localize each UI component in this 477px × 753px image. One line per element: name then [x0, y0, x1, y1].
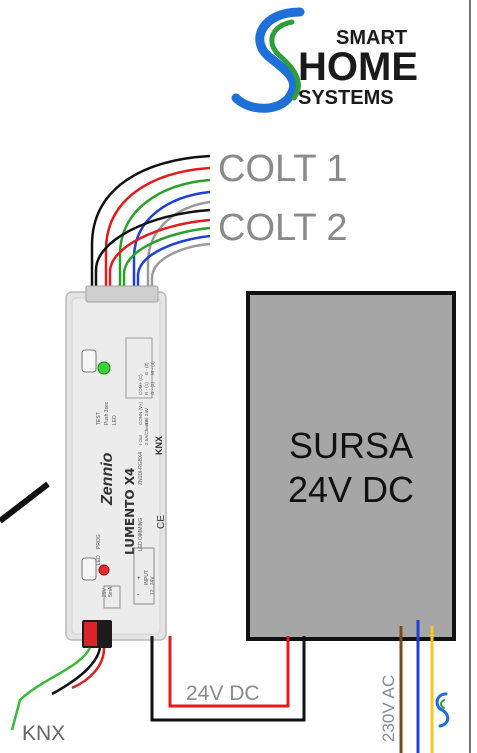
dc-power-wires	[150, 636, 306, 722]
input-minus-sign: -	[137, 592, 139, 598]
decorative-slash	[0, 481, 50, 524]
device-push-label: Push 3sec	[104, 401, 110, 425]
label-230v-ac: 230V AC	[379, 675, 398, 742]
device-prog-label: PROG	[96, 534, 102, 549]
led-output-wires	[90, 154, 211, 298]
wire-colt1-green	[118, 178, 211, 298]
device-bus-current: 5mA	[108, 586, 114, 597]
device-ce-mark: CE	[156, 515, 167, 529]
wire-colt2-blue	[136, 234, 211, 298]
knx-wire-green	[10, 647, 92, 731]
label-colt-2: COLT 2	[218, 207, 348, 249]
power-supply-line2: 24V DC	[288, 469, 414, 510]
device-model: LUMENTO X4	[123, 468, 137, 555]
bus-label-box	[103, 585, 121, 609]
knx-wire-red	[71, 647, 106, 690]
input-label-box	[133, 547, 155, 605]
device-brand: Zennio	[99, 452, 116, 506]
wire-colt1-red	[104, 166, 211, 298]
prog-button[interactable]	[81, 557, 97, 581]
wire-colt2-green	[122, 226, 211, 298]
wire-colt2-black	[94, 208, 211, 298]
device-rotated-text: Zennio LUMENTO X4 LED DIMMING ZN1DI-RGBX…	[96, 361, 167, 597]
device-terminal-3: B - (3)	[144, 362, 149, 375]
label-24v-dc-wire: 24V DC	[186, 682, 260, 705]
device-knx-mark: KNX	[154, 436, 164, 455]
knx-bus-wires	[10, 647, 106, 731]
device-spec-1: CONN (V+)	[138, 401, 143, 425]
label-colt-1: COLT 1	[218, 148, 348, 190]
terminal-legend-box	[125, 337, 153, 399]
device-led-label: LED	[112, 415, 118, 425]
device-test-label: TEST	[96, 412, 102, 425]
logo-line-home: HOME	[298, 45, 418, 89]
device-subtitle: LED DIMMING	[138, 518, 144, 551]
device-input-label: INPUT	[144, 570, 150, 585]
output-terminal-block	[85, 285, 159, 303]
knx-connector-red	[84, 622, 97, 646]
device-terminal-2: G - (2)	[150, 381, 155, 395]
knx-wire-black	[51, 647, 102, 696]
device-input-range: 12...24V	[150, 576, 156, 595]
device-spec-3: I Out	[138, 434, 143, 445]
device-prog-led-label: LED	[96, 555, 102, 565]
device-spec-2: 12 - 24V	[144, 408, 149, 425]
wire-colt2-gray	[150, 242, 211, 298]
device-spec-4: 2.5A/Channel	[144, 418, 149, 445]
logo-s-green	[269, 19, 301, 101]
watermark-s-icon	[435, 692, 450, 728]
logo-s-blue	[231, 7, 305, 113]
device-code: ZN1DI-RGBX4	[138, 452, 144, 485]
wire-colt2-red	[108, 218, 211, 298]
status-led-green	[97, 361, 111, 375]
wire-colt1-black	[90, 154, 211, 298]
dc-wire-black	[150, 636, 306, 722]
label-knx: KNX	[22, 722, 65, 745]
logo-line-smart: SMART	[336, 27, 407, 49]
power-supply-line1: SURSA	[289, 425, 413, 466]
ac-mains-wires	[399, 620, 434, 753]
logo-line-systems: SYSTEMS	[298, 87, 394, 109]
device-terminal-0: COM+ (C)	[138, 374, 143, 395]
input-plus-sign: +	[137, 576, 141, 582]
test-button[interactable]	[81, 349, 97, 373]
zennio-lumento-x4-device: Zennio LUMENTO X4 LED DIMMING ZN1DI-RGBX…	[65, 285, 167, 648]
device-terminal-4: W - (4)	[150, 361, 155, 375]
device-terminal-1: R - (1)	[144, 382, 149, 395]
device-bus-label: 29V	[102, 587, 108, 597]
power-supply-box	[246, 291, 456, 641]
smart-home-systems-logo: SMART HOME SYSTEMS	[231, 7, 418, 113]
dc-wire-red	[168, 636, 290, 708]
prog-led-red	[98, 564, 110, 576]
